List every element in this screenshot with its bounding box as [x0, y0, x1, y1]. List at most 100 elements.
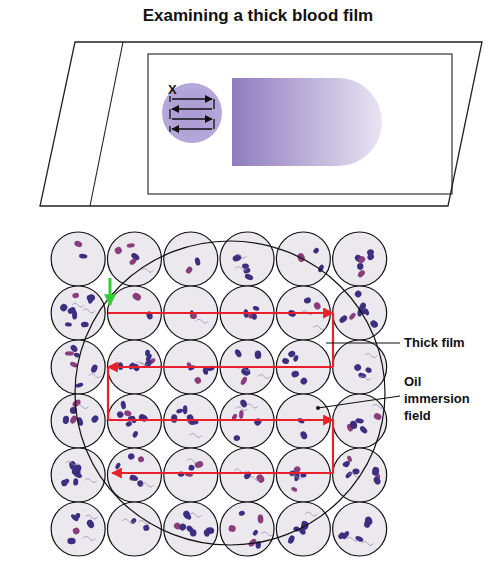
platelet-trace	[89, 374, 101, 378]
platelet-trace	[190, 434, 202, 438]
blood-cell	[373, 412, 383, 421]
blood-cell	[61, 478, 70, 486]
blood-cell	[371, 466, 379, 476]
microscope-field	[51, 448, 105, 502]
platelet-trace	[359, 376, 371, 380]
blood-cell	[228, 525, 236, 533]
blood-cell	[90, 364, 99, 374]
blood-cell	[353, 363, 362, 372]
blood-cell	[59, 302, 69, 312]
scan-arrow	[172, 128, 212, 129]
blood-cell	[357, 255, 366, 264]
leader-line	[326, 342, 400, 343]
blood-cell	[257, 514, 263, 523]
microscope-field	[107, 502, 161, 556]
blood-cell	[178, 522, 188, 532]
blood-cell	[65, 322, 72, 327]
start-mark: X	[168, 82, 177, 99]
field-grid	[51, 232, 387, 556]
microscope-field	[51, 502, 105, 556]
blood-cell	[123, 409, 132, 417]
slide-drawing	[40, 42, 482, 206]
blood-cell	[346, 455, 352, 463]
blood-cell	[171, 414, 178, 423]
thick-film-outline	[75, 241, 385, 545]
blood-cell	[357, 263, 364, 270]
blood-cell	[281, 357, 289, 365]
scan-path-segment	[332, 420, 334, 473]
blood-cell	[126, 243, 135, 248]
platelet-trace	[362, 541, 374, 545]
platelet-trace	[258, 374, 270, 378]
blood-cell	[291, 370, 300, 379]
scan-turn	[169, 109, 170, 119]
title: Examining a thick blood film	[20, 6, 493, 26]
blood-cell	[313, 301, 322, 310]
microscope-field	[51, 286, 105, 340]
callout-label: Oil immersion field	[404, 374, 484, 425]
blood-cell	[234, 348, 243, 358]
microscope-field	[276, 502, 330, 556]
microscope-field	[220, 502, 274, 556]
blood-cell	[357, 269, 367, 279]
microscope-field	[164, 232, 218, 286]
blood-cell	[354, 289, 363, 298]
blood-cell	[75, 382, 84, 388]
blood-cell	[194, 257, 201, 266]
blood-cell	[243, 470, 253, 480]
blood-cell	[287, 350, 296, 359]
callout-label: Thick film	[404, 335, 465, 352]
platelet-trace	[187, 459, 199, 463]
scan-path-segment	[332, 313, 334, 367]
scan-turn	[169, 126, 170, 132]
blood-cell	[72, 527, 81, 536]
blood-cell	[87, 295, 95, 304]
blood-cell	[299, 430, 308, 440]
blood-cell	[355, 418, 364, 424]
platelet-trace	[76, 405, 88, 409]
platelet-trace	[136, 362, 148, 366]
platelet-trace	[83, 536, 95, 540]
blood-cell	[299, 376, 308, 385]
scan-turn	[213, 99, 214, 109]
thick-film-drop	[162, 83, 222, 143]
microscope-field	[51, 232, 105, 286]
blood-cell	[352, 468, 359, 474]
blood-cell	[365, 366, 373, 373]
platelet-trace	[314, 326, 326, 330]
platelet-trace	[85, 479, 97, 483]
platelet-trace	[373, 404, 385, 408]
blood-cell	[145, 350, 150, 357]
platelet-trace	[196, 319, 208, 323]
platelet-trace	[348, 473, 360, 477]
blood-cell	[252, 529, 259, 537]
platelet-trace	[85, 515, 97, 519]
platelet-trace	[72, 303, 84, 307]
blood-cell	[303, 297, 312, 305]
microscope-field	[220, 232, 274, 286]
platelet-trace	[236, 407, 248, 411]
blood-cell	[176, 408, 184, 414]
platelet-trace	[246, 404, 258, 408]
platelet-trace	[141, 268, 153, 272]
platelet-trace	[122, 519, 134, 523]
scan-path-segment	[112, 472, 333, 474]
blood-cell	[287, 534, 296, 544]
platelet-trace	[261, 532, 273, 536]
blood-cell	[185, 265, 194, 274]
scan-path-segment	[108, 366, 333, 368]
blood-cell	[72, 292, 80, 299]
blood-cell	[188, 464, 195, 471]
platelet-trace	[291, 475, 303, 479]
blood-cell	[129, 258, 138, 266]
blood-cell	[232, 254, 243, 263]
scan-arrow	[172, 118, 212, 119]
platelet-trace	[66, 461, 78, 465]
blood-cell	[90, 414, 100, 424]
platelet-trace	[305, 512, 317, 516]
blood-cell	[291, 486, 298, 493]
blood-cell	[138, 413, 149, 423]
blood-cell	[338, 314, 348, 324]
